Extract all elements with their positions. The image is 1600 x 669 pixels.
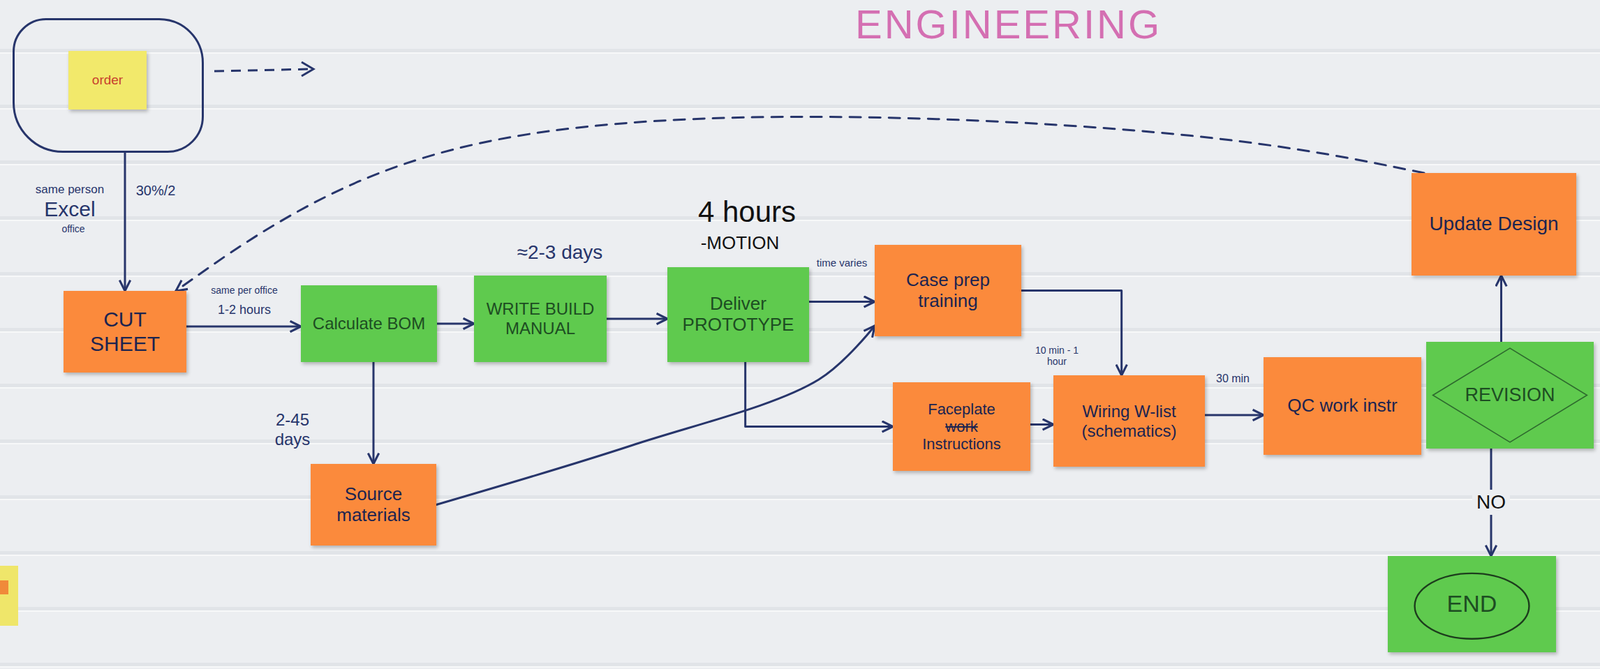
annotation: 30%/2 — [131, 182, 181, 199]
annotation: 10 min - 1 hour — [1024, 344, 1090, 368]
node-text: Case prep training — [881, 270, 1015, 313]
node-text: Deliver PROTOTYPE — [674, 293, 803, 336]
diagram-title: ENGINEERING — [855, 1, 1162, 49]
process-note: Case prep training — [874, 245, 1022, 337]
node-text: Wiring W-list (schematics) — [1060, 402, 1198, 441]
annotation: 30 min — [1206, 372, 1260, 386]
process-note: Source materials — [310, 464, 437, 546]
annotation: time varies — [811, 256, 873, 269]
node-text: WRITE BUILD MANUAL — [480, 299, 600, 338]
node-text: order — [92, 72, 123, 88]
node-text: REVISION — [1464, 384, 1555, 407]
flow-arrow — [606, 318, 668, 321]
node-text: Calculate BOM — [312, 314, 426, 334]
dashed-arrow — [214, 69, 311, 72]
sticky-fragment — [0, 566, 19, 627]
node-text: Faceplate — [927, 400, 996, 419]
annotation: office — [38, 223, 109, 235]
diamond-outline — [1433, 348, 1588, 443]
sticky-fragment-mark — [0, 580, 9, 595]
decision-note: REVISION — [1426, 342, 1594, 449]
annotation: 2-45 days — [263, 410, 322, 449]
process-note: Update Design — [1411, 173, 1577, 276]
flow-arrow — [372, 362, 375, 465]
process-note: FaceplateworkInstructions — [892, 382, 1031, 472]
annotation: 4 hours — [666, 195, 828, 229]
process-note: CUT SHEET — [63, 291, 187, 373]
annotation: same per office — [189, 284, 299, 296]
order-note: order — [68, 50, 147, 110]
source-outline: order — [12, 18, 204, 153]
flow-arrow — [1500, 275, 1503, 343]
annotation: ≈2-3 days — [469, 241, 651, 264]
flow-arrow — [124, 152, 127, 292]
process-note: WRITE BUILD MANUAL — [473, 275, 607, 363]
node-text: Instructions — [922, 435, 1002, 454]
circle-outline — [1415, 573, 1530, 640]
edge-label: NO — [1472, 490, 1510, 516]
flow-arrow — [1204, 414, 1264, 417]
node-text: Update Design — [1428, 212, 1559, 236]
flow-arrow — [1030, 423, 1054, 426]
end-note: END — [1387, 556, 1557, 653]
node-text: END — [1447, 590, 1498, 618]
flow-arrow — [745, 362, 893, 428]
node-text: Source materials — [317, 484, 430, 527]
dashed-connector — [175, 116, 1425, 292]
annotation: -MOTION — [666, 233, 814, 255]
process-note: Wiring W-list (schematics) — [1053, 375, 1205, 468]
flow-arrow — [186, 326, 301, 329]
annotation: same person — [24, 182, 116, 197]
flow-arrow — [809, 300, 875, 303]
process-note: Deliver PROTOTYPE — [667, 267, 810, 363]
annotation: 1-2 hours — [189, 302, 299, 318]
annotation: Excel — [27, 197, 112, 222]
process-note: QC work instr — [1263, 357, 1422, 456]
node-text: CUT SHEET — [70, 307, 180, 357]
process-note: Calculate BOM — [300, 285, 437, 363]
flow-arrow — [436, 323, 474, 326]
node-text: work — [945, 418, 978, 436]
arrow-head — [301, 62, 314, 77]
flow-arrow — [1021, 291, 1122, 377]
node-text: QC work instr — [1287, 395, 1397, 417]
